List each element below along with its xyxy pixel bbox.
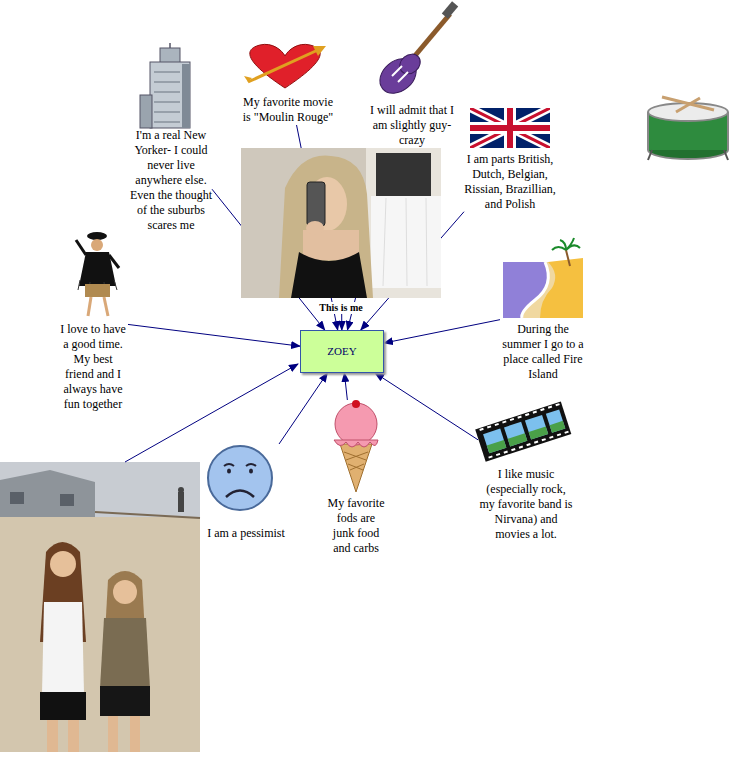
callout-text: I will admit that I am slightly guy-craz… [368,103,456,148]
callout-node: My favorite movie is "Moulin Rouge" [238,40,338,125]
photo-node: This is me [241,148,441,314]
connector-arrow [341,314,342,330]
drum-icon [648,97,728,160]
photo-caption: This is me [317,302,364,314]
connector-arrow [344,373,347,400]
callout-text: I like music (especially rock, my favori… [478,467,574,542]
sad-face-icon [208,446,272,510]
callout-node: I am parts British, Dutch, Belgian, Riss… [464,106,556,212]
skyscraper-icon [140,43,190,128]
connector-arrow [128,324,300,346]
callout-node: My favorite fods are junk food and carbs [326,400,386,556]
connector-arrow [375,373,478,440]
film-strip-icon [475,402,571,462]
ice-cream-icon [334,400,378,492]
leader-arrow [125,364,298,462]
center-box: ZOEY [300,330,384,373]
beach-photo [0,462,200,752]
callout-node: I am a pessimist [200,444,292,541]
beach-icon [503,238,583,318]
callout-node: During the summer I go to a place called… [500,240,586,382]
callout-text: I'm a real New Yorker- I could never liv… [130,128,212,233]
callout-text: My favorite movie is "Moulin Rouge" [238,95,338,125]
callout-text: During the summer I go to a place called… [500,322,586,382]
connector-arrow [279,373,327,444]
callout-text: I love to have a good time. My best frie… [58,322,128,412]
callout-text: I am parts British, Dutch, Belgian, Riss… [464,152,556,212]
center-label: ZOEY [327,345,356,358]
connector-arrow [384,320,500,343]
callout-text: My favorite fods are junk food and carbs [326,496,386,556]
dancer-icon [76,232,119,316]
callout-text: I am a pessimist [200,526,292,541]
callout-node: I love to have a good time. My best frie… [58,228,128,412]
selfie-photo [241,148,441,298]
heart-icon [244,44,326,88]
flag-icon [470,108,550,148]
callout-node: I like music (especially rock, my favori… [478,400,574,542]
callout-node: I'm a real New Yorker- I could never liv… [130,43,212,233]
guitar-icon [373,1,458,100]
callout-node: I will admit that I am slightly guy-craz… [368,2,456,148]
